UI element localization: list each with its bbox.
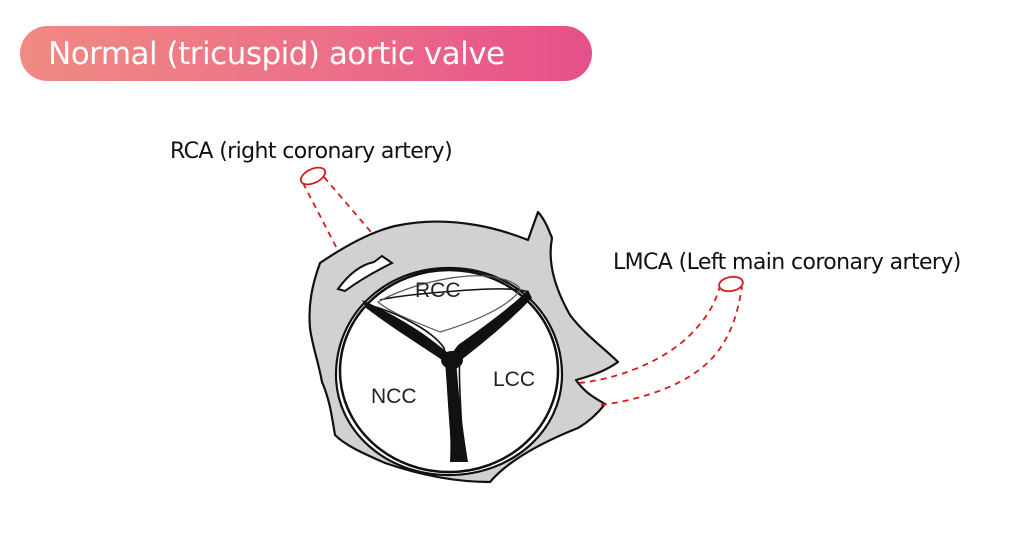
lmca-artery [578,275,744,406]
rcc-cusp-contour [376,275,521,333]
rcc-label: RCC [415,279,461,302]
title-banner: Normal (tricuspid) aortic valve [20,26,592,81]
aortic-wall [308,210,620,484]
lmca-label: LMCA (Left main coronary artery) [613,250,961,275]
rca-ostium [299,166,327,186]
cusp-edges [371,288,529,461]
rca-label: RCA (right coronary artery) [170,139,453,164]
lmca-ostium [718,275,744,293]
rca-ostium-notch [336,254,394,293]
lcc-label: LCC [493,368,535,391]
diagram-title: Normal (tricuspid) aortic valve [48,35,505,72]
ncc-label: NCC [371,385,417,408]
